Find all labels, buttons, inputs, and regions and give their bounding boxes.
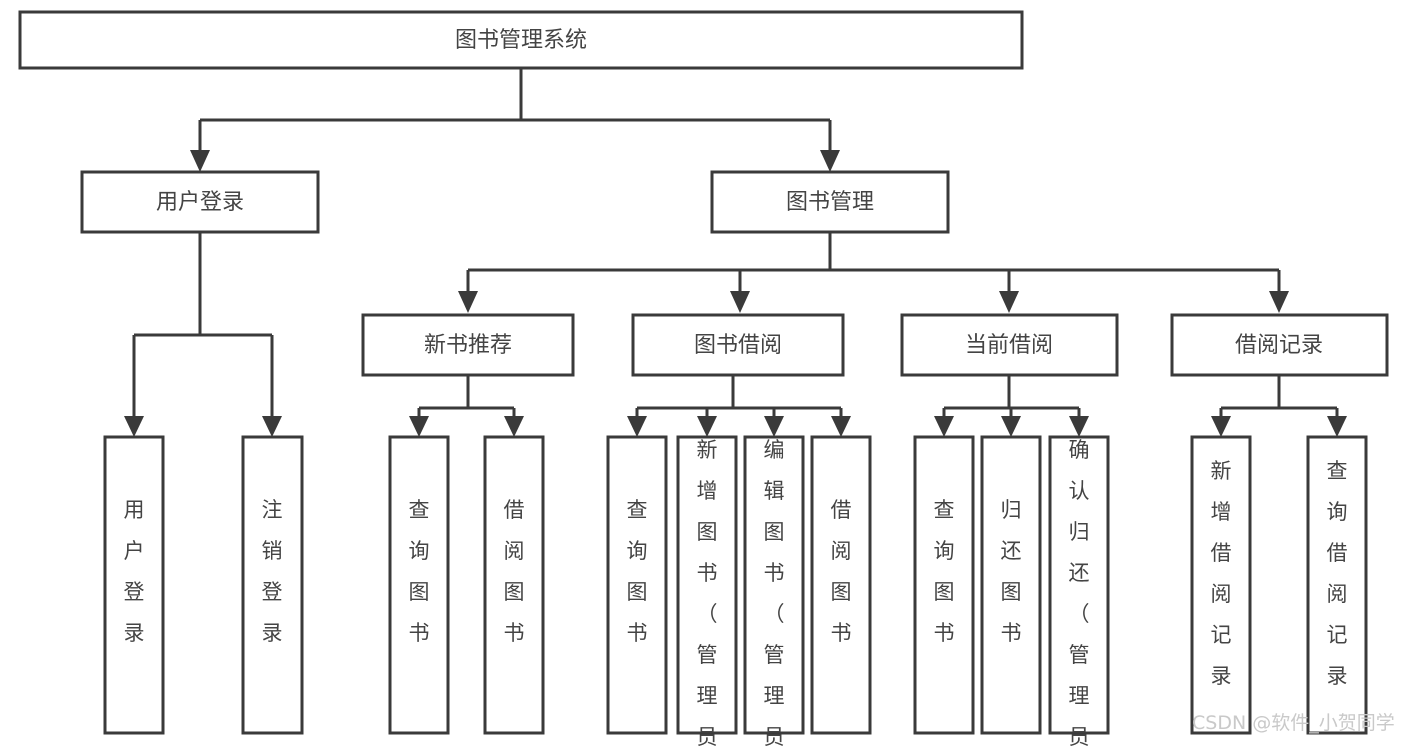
leaf-add-record[interactable]: 新增借阅记录 bbox=[1190, 435, 1252, 735]
arrow-leaf-query-book-2 bbox=[627, 416, 647, 437]
leaf-logout-login-box[interactable] bbox=[241, 435, 304, 735]
leaf-borrow-book-2-box[interactable] bbox=[810, 435, 872, 735]
leaf-add-book[interactable]: 新增图书（管理员） bbox=[676, 435, 738, 747]
node-borrow-record[interactable]: 借阅记录 bbox=[1170, 313, 1389, 377]
arrow-leaf-query-record bbox=[1327, 416, 1347, 437]
leaf-query-book-3-label: 查询图书 bbox=[934, 498, 955, 645]
leaf-return-book-box[interactable] bbox=[980, 435, 1042, 735]
leaf-logout-login[interactable]: 注销登录 bbox=[241, 435, 304, 735]
leaf-borrow-book-2-label: 借阅图书 bbox=[831, 498, 852, 645]
leaf-add-book-box[interactable] bbox=[676, 435, 738, 735]
leaf-query-book-3-box[interactable] bbox=[913, 435, 975, 735]
arrow-user-login bbox=[190, 150, 210, 172]
leaf-edit-book-label: 编辑图书（管理员） bbox=[764, 438, 785, 747]
node-new-book-rec-box[interactable] bbox=[361, 313, 575, 377]
leaf-confirm-return[interactable]: 确认归还（管理员） bbox=[1048, 435, 1110, 747]
arrow-book-borrow bbox=[730, 291, 750, 313]
node-user-login[interactable]: 用户登录 bbox=[80, 170, 320, 234]
leaf-query-book-2-label: 查询图书 bbox=[627, 498, 648, 645]
leaf-query-book-2[interactable]: 查询图书 bbox=[606, 435, 668, 735]
node-book-borrow-label: 图书借阅 bbox=[694, 333, 782, 358]
leaf-add-record-box[interactable] bbox=[1190, 435, 1252, 735]
arrow-leaf-add-book bbox=[697, 416, 717, 437]
node-new-book-rec[interactable]: 新书推荐 bbox=[361, 313, 575, 377]
arrow-book-manage bbox=[820, 150, 840, 172]
leaf-query-book-1-box[interactable] bbox=[388, 435, 450, 735]
arrow-leaf-borrow-book-1 bbox=[504, 416, 524, 437]
node-book-manage-label: 图书管理 bbox=[786, 190, 874, 215]
arrow-leaf-query-book-1 bbox=[409, 416, 429, 437]
leaf-borrow-book-1[interactable]: 借阅图书 bbox=[483, 435, 545, 735]
arrow-borrow-record bbox=[1269, 291, 1289, 313]
leaf-query-book-3[interactable]: 查询图书 bbox=[913, 435, 975, 735]
leaf-add-record-label: 新增借阅记录 bbox=[1211, 459, 1232, 688]
leaf-query-book-1-label: 查询图书 bbox=[409, 498, 430, 645]
arrow-leaf-confirm-return bbox=[1069, 416, 1089, 437]
node-root-box[interactable] bbox=[18, 10, 1024, 70]
leaf-query-record-box[interactable] bbox=[1306, 435, 1368, 735]
arrow-leaf-logout-login bbox=[262, 416, 282, 437]
node-root-label: 图书管理系统 bbox=[455, 28, 587, 53]
arrow-current-borrow bbox=[999, 291, 1019, 313]
node-book-manage-box[interactable] bbox=[710, 170, 950, 234]
node-root[interactable]: 图书管理系统 bbox=[18, 10, 1024, 70]
leaf-return-book[interactable]: 归还图书 bbox=[980, 435, 1042, 735]
watermark: CSDN @软件_小贺同学 bbox=[1192, 712, 1395, 734]
node-current-borrow[interactable]: 当前借阅 bbox=[900, 313, 1119, 377]
arrow-leaf-add-record bbox=[1211, 416, 1231, 437]
arrow-leaf-edit-book bbox=[764, 416, 784, 437]
leaf-user-login[interactable]: 用户登录 bbox=[103, 435, 165, 735]
leaf-borrow-book-1-box[interactable] bbox=[483, 435, 545, 735]
leaf-logout-login-label: 注销登录 bbox=[262, 498, 283, 645]
leaf-borrow-book-1-label: 借阅图书 bbox=[504, 498, 525, 645]
leaf-edit-book-box[interactable] bbox=[743, 435, 805, 735]
leaf-user-login-label: 用户登录 bbox=[124, 498, 145, 645]
leaf-user-login-box[interactable] bbox=[103, 435, 165, 735]
arrow-leaf-return-book bbox=[1001, 416, 1021, 437]
node-book-borrow-box[interactable] bbox=[631, 313, 845, 377]
node-book-manage[interactable]: 图书管理 bbox=[710, 170, 950, 234]
leaf-query-book-2-box[interactable] bbox=[606, 435, 668, 735]
arrow-leaf-query-book-3 bbox=[934, 416, 954, 437]
node-current-borrow-box[interactable] bbox=[900, 313, 1119, 377]
arrow-leaf-borrow-book-2 bbox=[831, 416, 851, 437]
leaf-borrow-book-2[interactable]: 借阅图书 bbox=[810, 435, 872, 735]
leaf-query-book-1[interactable]: 查询图书 bbox=[388, 435, 450, 735]
leaf-add-book-label: 新增图书（管理员） bbox=[697, 438, 718, 747]
node-user-login-label: 用户登录 bbox=[156, 190, 244, 215]
node-borrow-record-label: 借阅记录 bbox=[1235, 333, 1323, 358]
leaf-edit-book[interactable]: 编辑图书（管理员） bbox=[743, 435, 805, 747]
leaf-return-book-label: 归还图书 bbox=[1001, 498, 1022, 645]
leaf-confirm-return-box[interactable] bbox=[1048, 435, 1110, 735]
node-current-borrow-label: 当前借阅 bbox=[965, 333, 1053, 358]
leaf-query-record-label: 查询借阅记录 bbox=[1327, 459, 1348, 688]
connector-layer bbox=[124, 68, 1347, 437]
node-new-book-rec-label: 新书推荐 bbox=[424, 333, 512, 358]
arrow-new-book-rec bbox=[458, 291, 478, 313]
node-user-login-box[interactable] bbox=[80, 170, 320, 234]
node-book-borrow[interactable]: 图书借阅 bbox=[631, 313, 845, 377]
arrow-leaf-user-login bbox=[124, 416, 144, 437]
node-borrow-record-box[interactable] bbox=[1170, 313, 1389, 377]
leaf-confirm-return-label: 确认归还（管理员） bbox=[1069, 438, 1090, 747]
leaf-query-record[interactable]: 查询借阅记录 bbox=[1306, 435, 1368, 735]
